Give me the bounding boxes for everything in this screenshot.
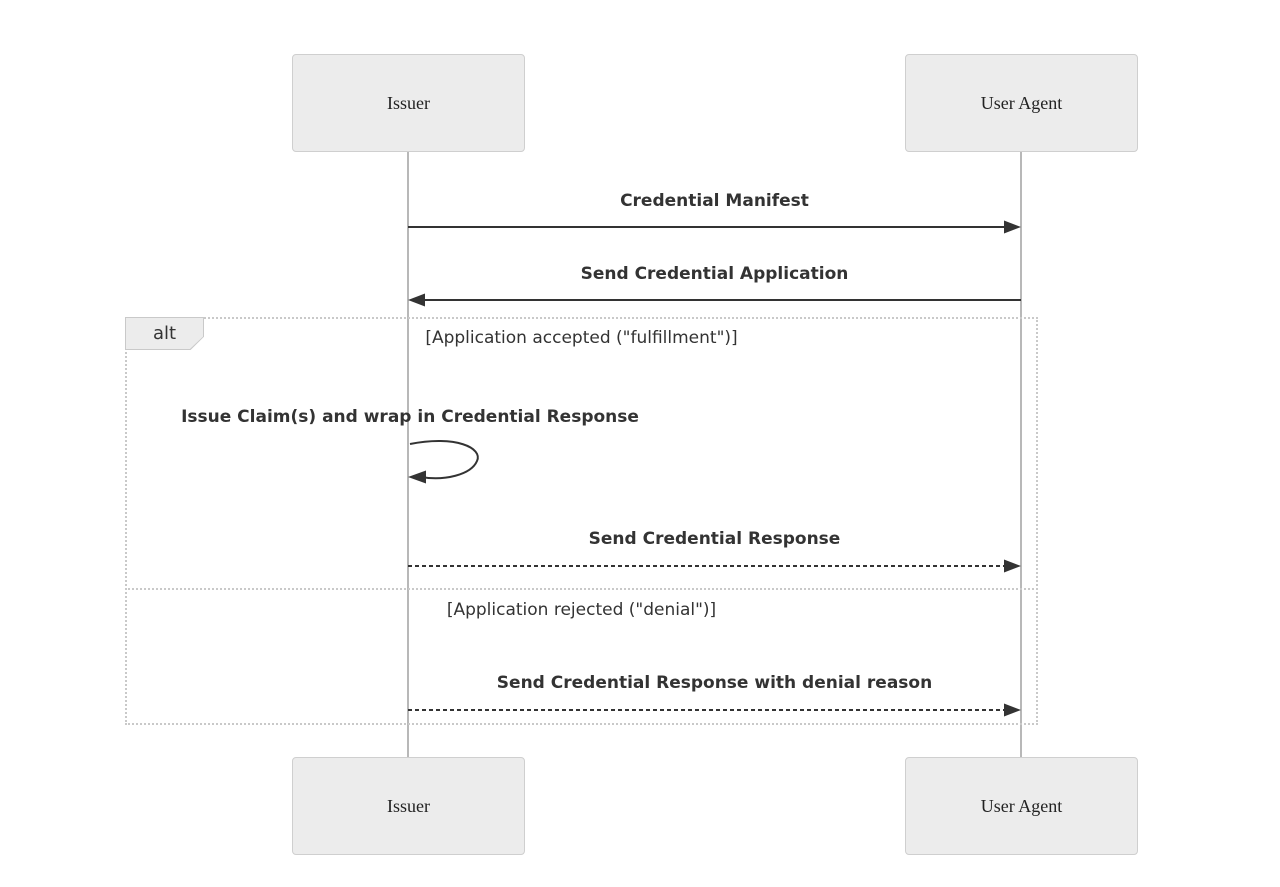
actor-issuer-bottom-label: Issuer — [387, 795, 430, 816]
actor-issuer-top-label: Issuer — [387, 92, 430, 113]
actor-issuer-bottom: Issuer — [292, 757, 525, 855]
alt-condition-accepted: [Application accepted ("fulfillment")] — [425, 328, 738, 348]
actor-user-agent-bottom: User Agent — [905, 757, 1138, 855]
arrowhead-right-icon — [1004, 220, 1021, 234]
arrowhead-right-icon — [1004, 559, 1021, 573]
actor-user-agent-top-label: User Agent — [980, 92, 1063, 113]
message-send-credential-response: Send Credential Response — [588, 529, 841, 549]
alt-label: alt — [125, 317, 204, 350]
message-credential-manifest: Credential Manifest — [620, 191, 809, 211]
alt-divider — [125, 588, 1038, 590]
message-send-credential-response-denial: Send Credential Response with denial rea… — [496, 673, 933, 693]
message-issue-claims: Issue Claim(s) and wrap in Credential Re… — [181, 407, 639, 427]
arrowhead-right-icon — [1004, 703, 1021, 717]
arrow-self-loop — [409, 440, 479, 480]
actor-user-agent-bottom-label: User Agent — [980, 795, 1063, 816]
alt-frame — [125, 317, 1038, 725]
actor-user-agent-top: User Agent — [905, 54, 1138, 152]
message-send-credential-application: Send Credential Application — [580, 264, 849, 284]
alt-label-text: alt — [126, 318, 203, 349]
actor-issuer-top: Issuer — [292, 54, 525, 152]
arrowhead-left-icon — [408, 293, 425, 307]
arrowhead-left-icon — [408, 470, 426, 484]
alt-condition-rejected: [Application rejected ("denial")] — [446, 600, 717, 620]
